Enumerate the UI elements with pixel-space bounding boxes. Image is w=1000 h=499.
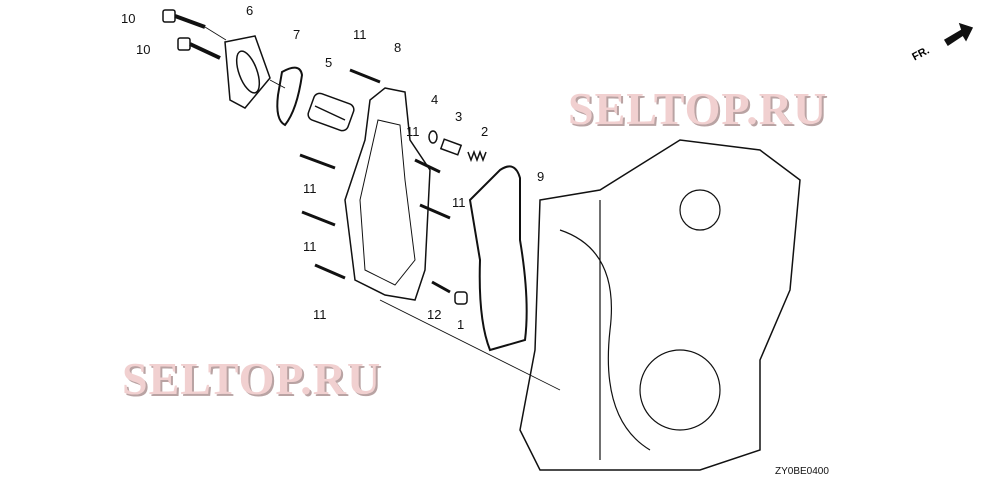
callout-10: 10 xyxy=(121,11,136,26)
callout-11: 11 xyxy=(313,307,327,322)
front-arrow-icon xyxy=(943,22,974,47)
callout-11: 11 xyxy=(303,181,317,196)
bolt-10-upper xyxy=(162,9,206,29)
cylinder-block xyxy=(519,139,801,471)
callout-11: 11 xyxy=(406,124,420,139)
callout-3: 3 xyxy=(455,109,463,124)
callout-5: 5 xyxy=(325,55,333,70)
collar-1 xyxy=(454,291,468,305)
watermark-top: SELTOP.RU xyxy=(568,83,828,134)
thermostat-5 xyxy=(307,92,355,132)
callout-12: 12 xyxy=(427,307,442,322)
callout-1: 1 xyxy=(457,317,465,332)
bolts-11 xyxy=(299,68,451,294)
watermark-bottom: SELTOP.RU xyxy=(122,353,382,404)
water-jacket-cover-8 xyxy=(344,87,431,301)
washer-4 xyxy=(428,130,438,144)
diagram-code: ZY0BE0400 xyxy=(775,466,829,477)
callout-6: 6 xyxy=(246,3,254,18)
callout-2: 2 xyxy=(481,124,489,139)
spring-2 xyxy=(467,149,487,163)
callout-4: 4 xyxy=(431,92,439,107)
callout-7: 7 xyxy=(293,27,301,42)
callout-11: 11 xyxy=(452,195,466,210)
callout-8: 8 xyxy=(394,40,402,55)
callout-11: 11 xyxy=(303,239,317,254)
valve-3 xyxy=(439,138,463,156)
callout-9: 9 xyxy=(537,169,545,184)
bolt-10-lower xyxy=(177,37,221,60)
thermostat-cover-6 xyxy=(224,35,271,109)
o-ring-7 xyxy=(276,66,304,127)
callout-10: 10 xyxy=(136,42,151,57)
callout-11: 11 xyxy=(353,27,367,42)
gasket-9 xyxy=(468,165,528,352)
